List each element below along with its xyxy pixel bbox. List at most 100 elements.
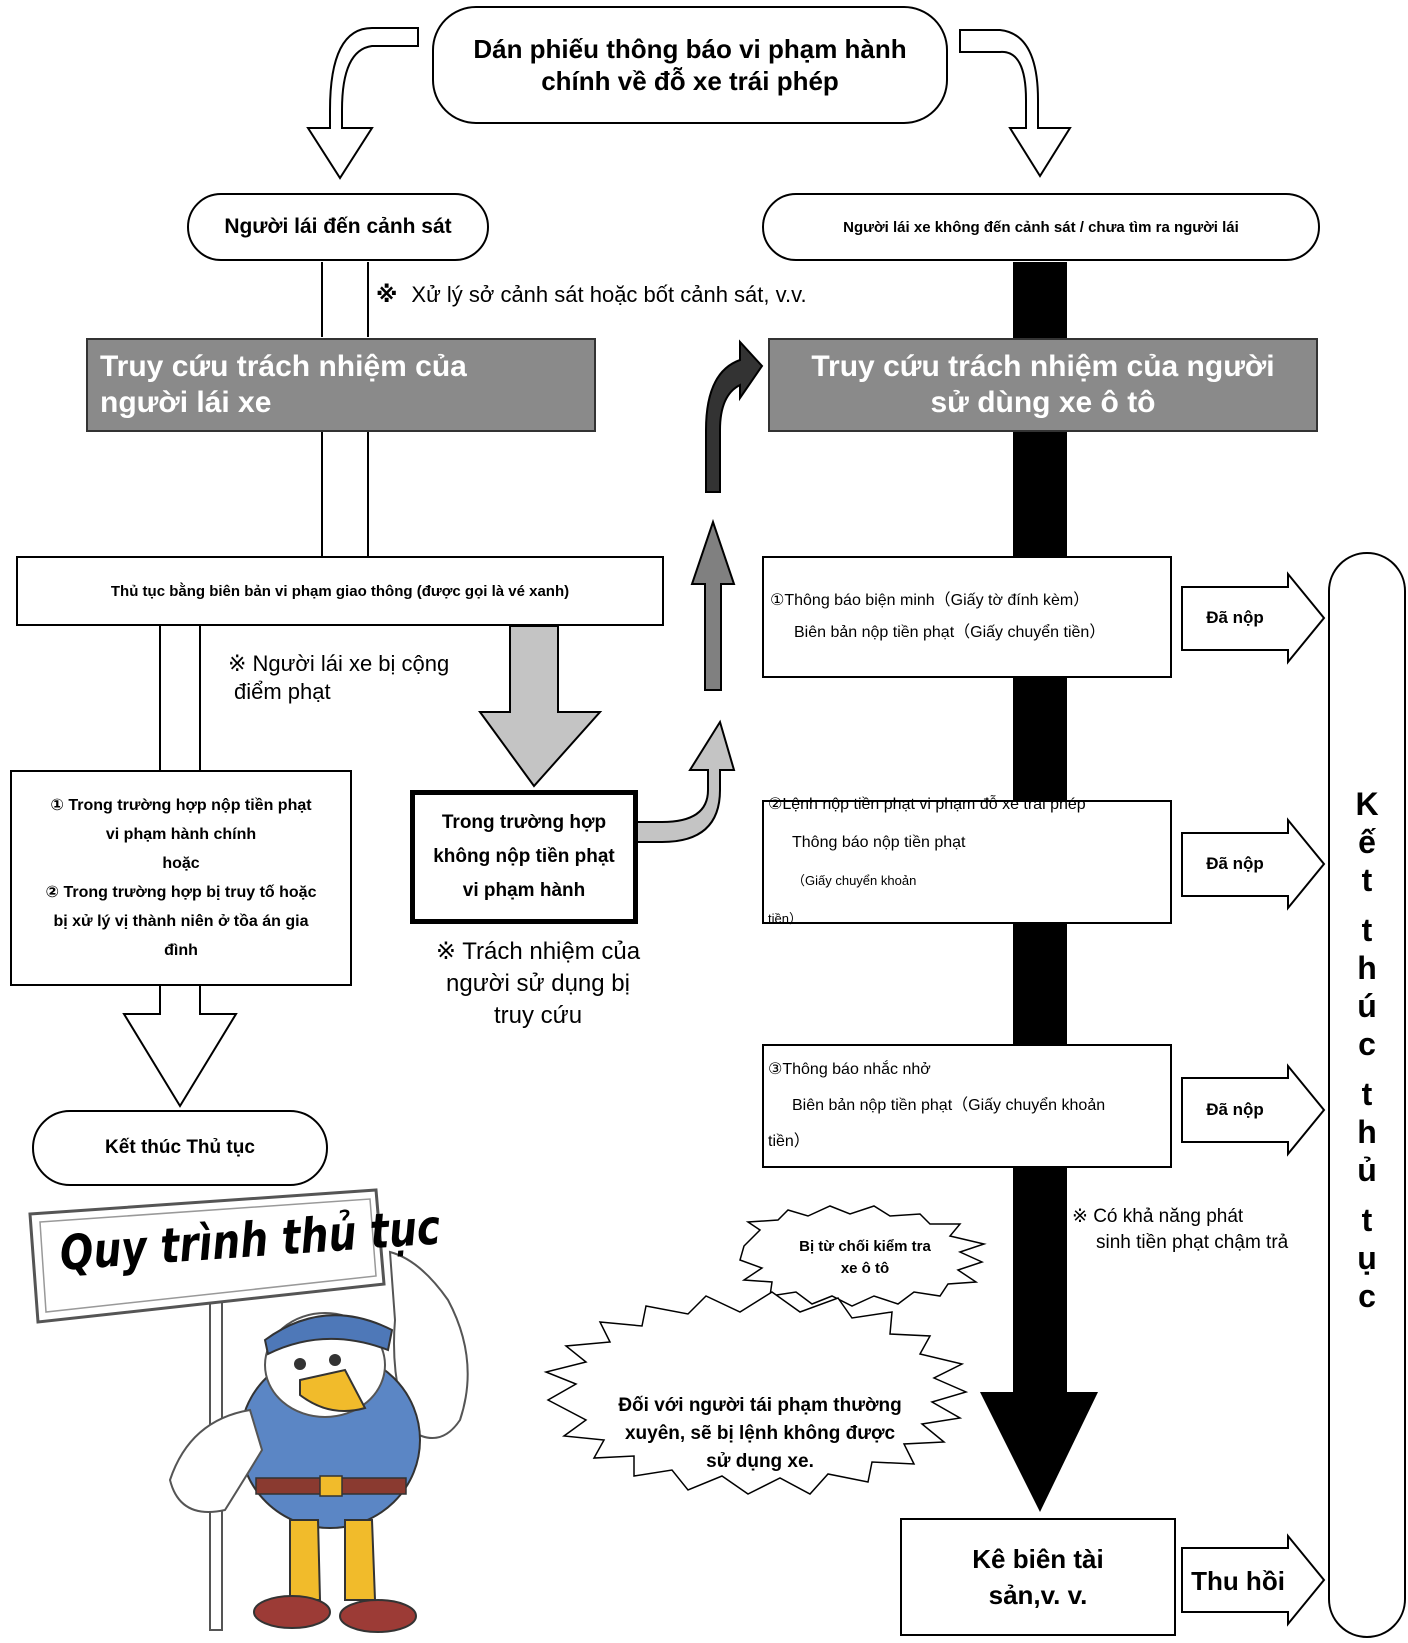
repeat-line: xuyên, sẽ bị lệnh không được [624,1423,896,1444]
note-mark: ※ [376,282,398,307]
points-note-line: điểm phạt [234,679,331,704]
late-fee-line: sinh tiền phạt chậm trả [1096,1232,1289,1253]
case-line: hoặc [162,855,200,872]
driver-not-to-police-label: Người lái xe không đến cảnh sát / chưa t… [843,218,1239,236]
vertical-char: t [1361,912,1373,948]
curved-arrow-left [306,27,419,180]
driver-to-police-box: Người lái đến cảnh sát [187,193,489,261]
repeat-line: Đối với người tái phạm thường [618,1395,902,1416]
points-note-line: ※ Người lái xe bị cộng [228,651,450,676]
vertical-char: K [1355,786,1379,822]
start-text-line: chính về đỗ xe trái phép [541,66,839,96]
case-line: bị xử lý vị thành niên ở tồa án gia [53,913,309,930]
vertical-char: h [1357,1114,1377,1150]
paid-arrow-3 [1181,1063,1326,1157]
step3-line: Biên bản nộp tiền phạt（Giấy chuyển khoản [792,1097,1106,1114]
late-fee-note: ※ Có khả năng phát sinh tiền phạt chậm t… [1072,1204,1288,1256]
collection-label: Thu hồi [1191,1566,1285,1596]
hollow-arrow-down [122,986,238,1108]
case-line: vi phạm hành chính [105,826,257,843]
seizure-line: sản,v. v. [988,1580,1088,1610]
user-note-line: truy cứu [493,1002,583,1029]
paid-label-1: Đã nộp [1206,608,1264,627]
step2-line-part: （Giấy chuyển khoản [792,873,917,888]
curved-arrow-up-dark [705,339,764,493]
user-liability-line: sử dùng xe ô tô [930,386,1156,419]
end-procedure-label: Kết thúc Thủ tục [105,1137,255,1158]
collection-arrow [1181,1533,1326,1627]
step1-box: ①Thông báo biện minh（Giấy tờ đính kèm） B… [762,556,1172,678]
step2-line: Thông báo nộp tiền phạt （Giấy chuyển khoả… [768,824,1086,900]
driver-liability-line: Truy cứu trách nhiệm của [100,350,467,383]
paid-label-3: Đã nộp [1206,1100,1264,1119]
case-line: đình [164,942,198,959]
driver-to-police-label: Người lái đến cảnh sát [224,215,452,238]
step2-line-part: Thông báo nộp tiền phạt [792,834,966,851]
driver-liability-line: người lái xe [100,386,272,419]
sign-board [28,1188,386,1324]
late-fee-line: ※ Có khả năng phát [1072,1206,1244,1227]
vertical-char [1355,1189,1378,1201]
paid-arrow-1 [1181,571,1326,665]
starburst-small [739,1205,987,1307]
vehicle-user-liability-box: Truy cứu trách nhiệm của người sử dùng x… [768,338,1318,432]
vertical-char: ú [1357,988,1377,1024]
case-line: ② Trong trường hợp bị truy tố hoặc [45,884,317,901]
not-paid-line: Trong trường hợp [441,812,607,833]
vertical-char: c [1358,1026,1376,1062]
black-arrow-head [980,1392,1098,1512]
step2-line: tiền） [768,911,802,926]
starburst-large [543,1291,969,1495]
vertical-char [1355,899,1378,911]
vertical-char: ế [1358,824,1376,860]
police-station-note-text: Xử lý sở cảnh sát hoặc bốt cảnh sát, v.v… [411,282,807,307]
not-paid-line: vi phạm hành [462,880,586,901]
inspection-line: xe ô tô [840,1260,890,1277]
end-procedure-box: Kết thúc Thủ tục [32,1110,328,1186]
repeat-offender-label: Đối với người tái phạm thường xuyên, sẽ … [590,1392,930,1476]
vertical-char: c [1358,1278,1376,1314]
repeat-line: sử dụng xe. [706,1451,814,1472]
grey-arrow-up [690,518,736,691]
vertical-char: t [1361,1202,1373,1238]
blue-ticket-label: Thủ tục bằng biên bản vi phạm giao thông… [110,582,570,600]
step2-box: ②Lệnh nộp tiền phạt vi phạm đỗ xe trái p… [762,796,1172,926]
user-note-line: người sử dụng bị [446,970,630,997]
step3-line: tiền） [768,1133,810,1150]
curved-arrow-up-light [629,719,736,843]
not-paid-line: không nộp tiền phạt [433,846,615,867]
vertical-char: ủ [1357,1152,1377,1188]
step3-line: ③Thông báo nhắc nhở [768,1061,931,1078]
mascot-illustration [28,1188,469,1633]
vertical-char: t [1361,862,1373,898]
user-note-line: ※ Trách nhiệm của [435,938,641,965]
step1-line: Biên bản nộp tiền phạt（Giấy chuyển tiền） [794,624,1106,641]
user-liability-note: ※ Trách nhiệm của người sử dụng bị truy … [420,936,656,1032]
start-box: Dán phiếu thông báo vi phạm hành chính v… [432,6,948,124]
step2-line: ②Lệnh nộp tiền phạt vi phạm đỗ xe trái p… [768,796,1086,813]
payment-or-prosecution-box: ① Trong trường hợp nộp tiền phạt vi phạm… [10,770,352,986]
start-text-line: Dán phiếu thông báo vi phạm hành [473,34,907,64]
vertical-char [1355,1063,1378,1075]
vertical-char: ụ [1357,1240,1377,1276]
step3-box: ③Thông báo nhắc nhở Biên bản nộp tiền ph… [762,1044,1172,1168]
seizure-line: Kê biên tài [972,1544,1104,1574]
curved-arrow-right [959,29,1072,178]
driver-not-to-police-box: Người lái xe không đến cảnh sát / chưa t… [762,193,1320,261]
user-liability-line: Truy cứu trách nhiệm của người [811,350,1275,383]
vertical-char: h [1357,950,1377,986]
paid-label-2: Đã nộp [1206,854,1264,873]
vertical-char: t [1361,1076,1373,1112]
driver-liability-box: Truy cứu trách nhiệm của người lái xe [86,338,596,432]
blue-ticket-box: Thủ tục bằng biên bản vi phạm giao thông… [16,556,664,626]
grey-arrow-down [478,625,603,788]
paid-arrow-2 [1181,817,1326,911]
case-line: ① Trong trường hợp nộp tiền phạt [50,797,312,814]
not-paid-box: Trong trường hợp không nộp tiền phạt vi … [410,790,638,924]
inspection-line: Bị từ chối kiểm tra [799,1238,931,1255]
police-station-note: ※ Xử lý sở cảnh sát hoặc bốt cảnh sát, v.… [376,282,807,308]
penalty-points-note: ※ Người lái xe bị cộng điểm phạt [228,650,449,706]
seizure-box: Kê biên tài sản,v. v. [900,1518,1176,1636]
